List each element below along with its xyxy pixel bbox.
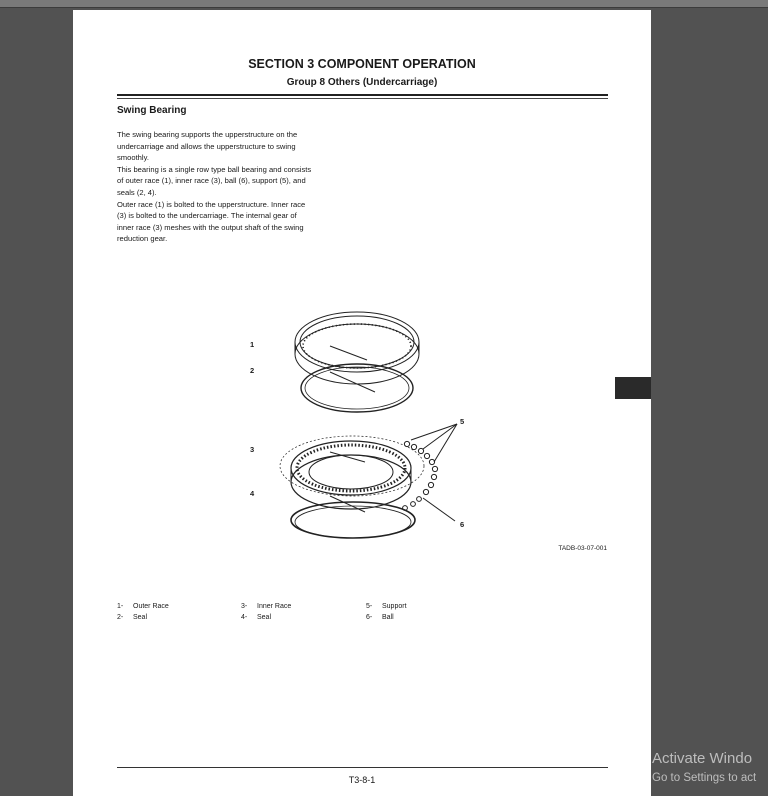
callout-5: 5	[460, 417, 465, 426]
callout-2: 2	[250, 366, 255, 375]
section-tab-marker	[615, 377, 651, 399]
body-line: inner race (3) meshes with the output sh…	[117, 222, 304, 232]
activation-watermark-subtitle: Go to Settings to act	[652, 772, 757, 784]
section-title: SECTION 3 COMPONENT OPERATION	[248, 57, 476, 71]
legend-column: 3- Inner Race 4- Seal	[241, 602, 291, 623]
legend-label: Inner Race	[257, 603, 292, 610]
body-line: undercarriage and allows the upperstruct…	[117, 141, 296, 151]
footer-rule	[117, 767, 608, 768]
legend-column: 1- Outer Race 2- Seal	[117, 602, 169, 623]
subheading: Swing Bearing	[117, 105, 187, 116]
legend-label: Seal	[257, 613, 272, 621]
legend-number: 2-	[117, 613, 124, 621]
header-rule-thin	[117, 98, 608, 99]
callout-6: 6	[460, 520, 465, 529]
legend-number: 3-	[241, 603, 248, 610]
legend-item: 2- Seal	[117, 613, 169, 624]
body-line: The swing bearing supports the upperstru…	[117, 130, 298, 139]
body-line: seals (2, 4).	[117, 187, 157, 197]
legend-number: 6-	[366, 613, 373, 621]
body-line: reduction gear.	[117, 234, 168, 244]
callout-3: 3	[250, 445, 255, 454]
body-paragraph: The swing bearing supports the upperstru…	[117, 129, 357, 245]
body-line: Outer race (1) is bolted to the upperstr…	[117, 199, 306, 209]
legend-number: 1-	[117, 603, 124, 610]
activation-watermark-title: Activate Windo	[652, 750, 753, 767]
legend-label: Seal	[133, 613, 148, 621]
legend-number: 5-	[366, 603, 373, 610]
header-rule	[117, 94, 608, 96]
legend-item: 6- Ball	[366, 613, 407, 624]
legend-label: Ball	[382, 613, 394, 621]
page-number: T3-8-1	[348, 775, 376, 785]
viewer-toolbar	[0, 0, 768, 8]
legend-number: 4-	[241, 613, 248, 621]
body-line: (3) is bolted to the undercarriage. The …	[117, 211, 297, 221]
figure-code: TADB-03-07-001	[558, 545, 607, 552]
legend-item: 3- Inner Race	[241, 602, 291, 613]
legend-item: 1- Outer Race	[117, 602, 169, 613]
body-line: smoothly.	[117, 153, 149, 163]
legend-label: Support	[382, 603, 407, 610]
legend-label: Outer Race	[133, 603, 169, 610]
callout-4: 4	[250, 489, 255, 498]
group-title: Group 8 Others (Undercarriage)	[286, 77, 438, 88]
body-line: of outer race (1), inner race (3), ball …	[117, 176, 306, 186]
document-page: SECTION 3 COMPONENT OPERATION Group 8 Ot…	[73, 10, 651, 796]
swing-bearing-figure	[279, 311, 458, 539]
legend-column: 5- Support 6- Ball	[366, 602, 407, 623]
legend-item: 5- Support	[366, 602, 407, 613]
body-line: This bearing is a single row type ball b…	[117, 164, 312, 174]
callout-1: 1	[250, 340, 255, 349]
legend-item: 4- Seal	[241, 613, 291, 624]
